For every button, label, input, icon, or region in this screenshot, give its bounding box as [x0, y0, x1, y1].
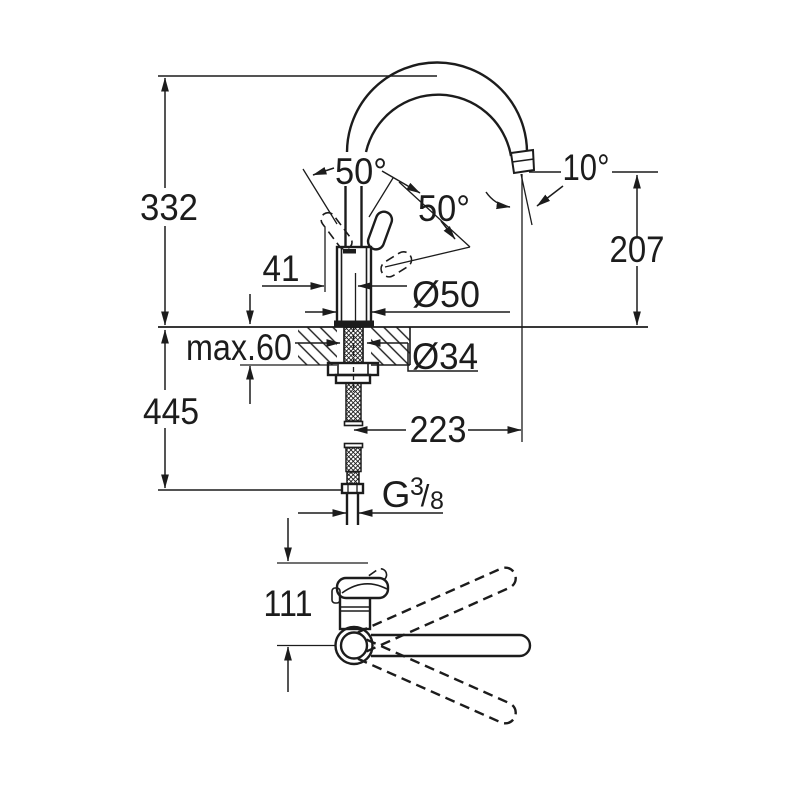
lever-position-open [380, 251, 413, 278]
plan-pivot-inner [339, 631, 369, 660]
thread-numerator: 3 [410, 473, 424, 501]
base-seal [334, 320, 374, 327]
plan-pivot-outer [334, 625, 374, 666]
counter-hatch-left [298, 327, 337, 365]
plan-spout [371, 633, 532, 658]
dim-outlet-angle-10: 10° [563, 147, 610, 188]
spout-arc-outer [345, 61, 529, 154]
spout-arc-inner [364, 93, 513, 157]
lever-column [344, 186, 363, 247]
stream-angle-line [520, 173, 533, 226]
dim-clearance-41: 41 [263, 248, 300, 289]
dim-hole-dia34: Ø34 [412, 336, 478, 377]
plan-view-faucet [331, 566, 532, 725]
thread-denominator: 8 [430, 487, 444, 515]
hose-connector-nut [340, 482, 365, 495]
thread-g: G [382, 474, 411, 515]
dim-deck-max60: max.60 [186, 327, 292, 368]
dim-lever-angle-left-50: 50° [335, 151, 387, 192]
dim-lever-angle-right-50: 50° [418, 188, 470, 229]
plan-lever-cap [335, 576, 390, 600]
thread-slash: / [421, 478, 430, 513]
lever-position-back [320, 211, 353, 250]
flex-hose-upper [345, 382, 362, 422]
counter-hatch-right [371, 327, 410, 365]
dimension-labels: 332 445 41 max.60 Ø50 Ø34 223 207 10° 50… [140, 147, 665, 624]
dim-height-332: 332 [140, 187, 198, 228]
side-view-faucet [158, 61, 648, 525]
connection-pipe [345, 493, 360, 525]
dimension-lines [158, 75, 658, 692]
dim-outlet-height-207: 207 [610, 229, 665, 270]
dim-body-dia50: Ø50 [412, 274, 480, 315]
dim-plan-depth-111: 111 [264, 583, 313, 624]
spout-outlet [509, 148, 536, 175]
lever-position-front [366, 210, 394, 251]
dim-projection-223: 223 [410, 409, 467, 450]
dim-hose-445: 445 [143, 391, 199, 432]
flex-hose-lower [345, 446, 362, 473]
